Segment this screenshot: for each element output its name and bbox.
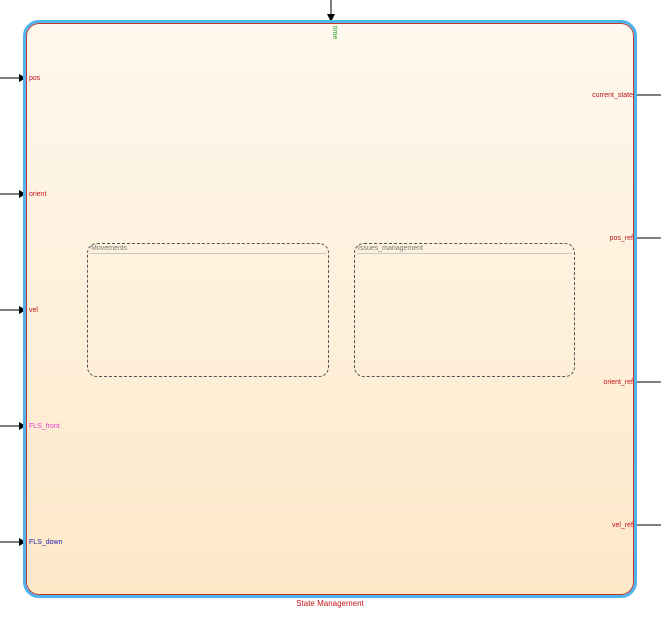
input-arrow-icon <box>19 538 26 546</box>
substate-issues-management[interactable]: Issues_management <box>354 243 575 377</box>
input-arrow-icon <box>19 422 26 430</box>
output-port-orient-ref[interactable]: orient_ref <box>603 379 633 386</box>
substate-title: Issues_management <box>358 245 423 252</box>
output-lines <box>637 94 661 526</box>
substate-divider <box>357 253 572 254</box>
input-arrow-icon <box>19 190 26 198</box>
substate-title: Movements <box>91 245 128 252</box>
substate-divider <box>90 253 326 254</box>
output-port-pos-ref[interactable]: pos_ref <box>609 235 633 242</box>
output-port-current-state[interactable]: current_state <box>592 92 633 99</box>
input-port-vel[interactable]: vel <box>29 307 38 314</box>
substate-movements[interactable]: Movements <box>87 243 329 377</box>
trigger-arrow-icon <box>327 14 335 22</box>
block-name-label[interactable]: State Management <box>296 599 364 608</box>
input-port-fls-down[interactable]: FLS_down <box>29 539 63 546</box>
output-port-vel-ref[interactable]: vel_ref <box>611 522 633 529</box>
input-port-fls-front[interactable]: FLS_front <box>29 423 60 430</box>
input-port-orient[interactable]: orient <box>29 191 47 198</box>
state-management-block[interactable] <box>23 20 637 598</box>
input-port-pos[interactable]: pos <box>29 75 41 82</box>
input-arrows <box>0 74 26 546</box>
trigger-port-label: time <box>331 26 338 40</box>
input-arrow-icon <box>19 306 26 314</box>
input-arrow-icon <box>19 74 26 82</box>
